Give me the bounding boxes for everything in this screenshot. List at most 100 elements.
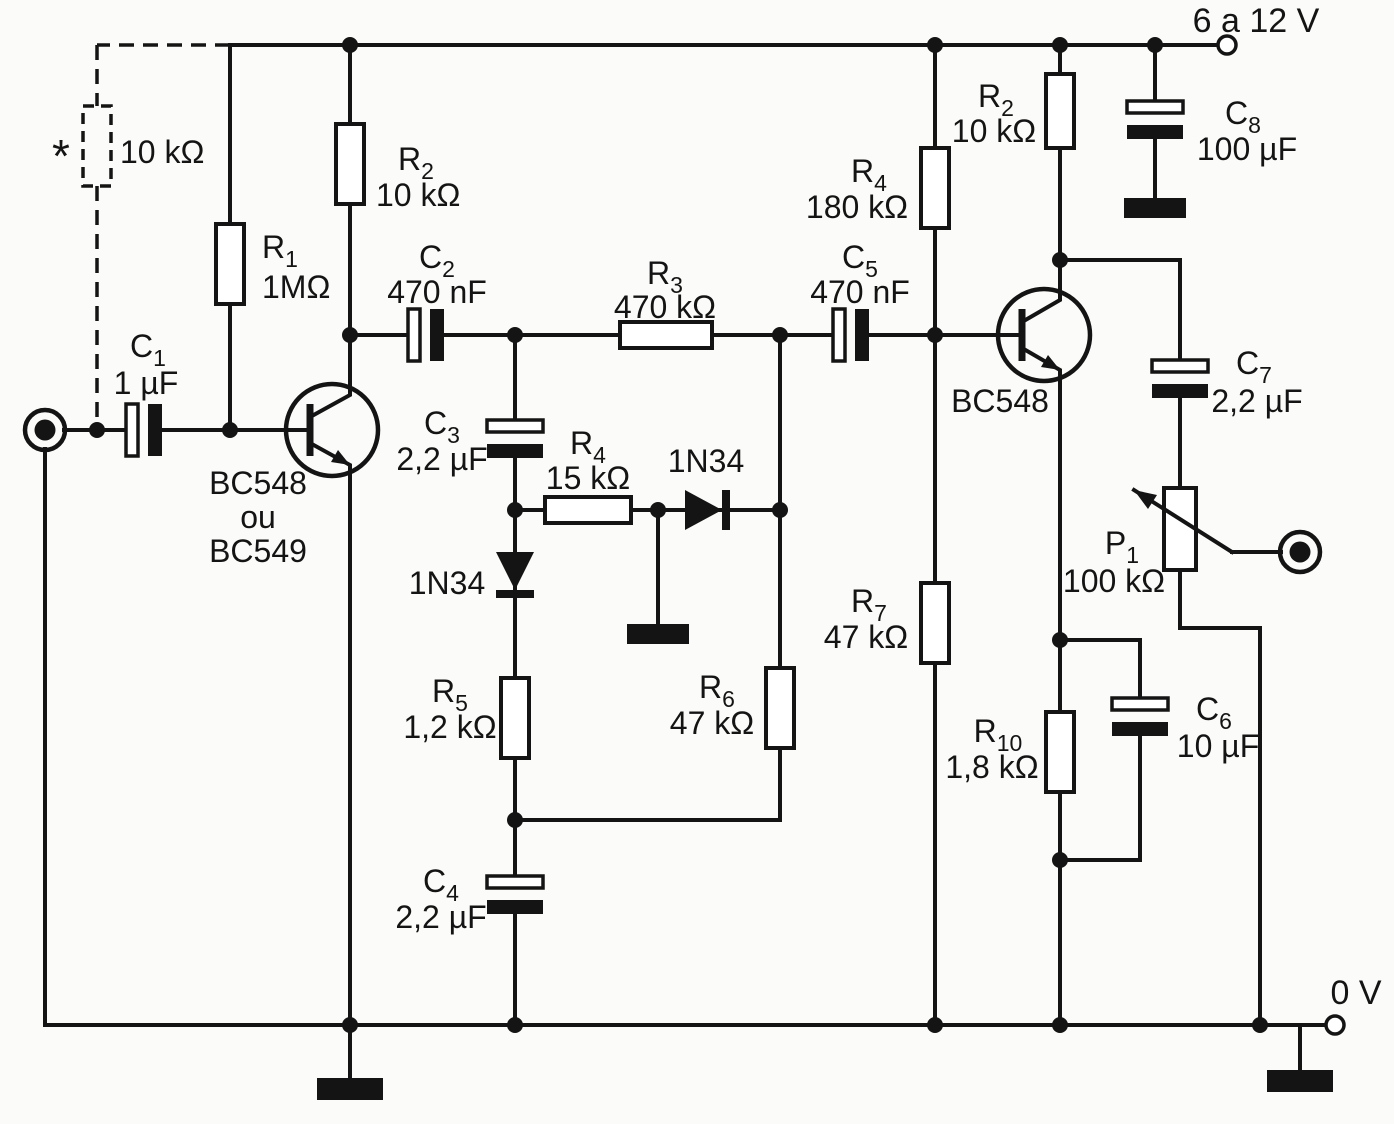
c4-plate-open (485, 874, 545, 890)
q1-or-label: ou (240, 499, 276, 535)
junction-dots (89, 37, 1268, 1033)
capacitor-c4: C4 2,2 µF (395, 863, 545, 935)
junction-dot (927, 37, 943, 53)
resistor-r2b: R2 10 kΩ (952, 72, 1076, 150)
q2-collector (1019, 258, 1062, 325)
c2-value-label: 470 nF (387, 274, 487, 310)
c1-value-label: 1 µF (114, 365, 179, 401)
d2-cathode-bar (496, 590, 534, 598)
q1-envelope (283, 381, 381, 479)
resistor-r4a: R4 15 kΩ (543, 425, 633, 525)
c6-value-label: 10 µF (1177, 728, 1259, 764)
diode-d2: 1N34 (409, 552, 534, 601)
resistor-r5: R5 1,2 kΩ (403, 673, 531, 760)
c8-plate-solid (1127, 125, 1183, 139)
wire-c6-top-branch (1058, 638, 1142, 700)
capacitor-c5: C5 470 nF (810, 239, 910, 363)
junction-dot (507, 1017, 523, 1033)
r5-body (499, 676, 531, 760)
r4a-ref-label: R4 (570, 425, 606, 468)
output-connector-outer (1277, 529, 1323, 575)
junction-dot (1052, 852, 1068, 868)
junction-dot (1052, 252, 1068, 268)
c7-ref-label: C7 (1236, 345, 1272, 388)
p1-value-label: 100 kΩ (1063, 563, 1165, 599)
r2b-body (1044, 72, 1076, 150)
c7-value-label: 2,2 µF (1211, 383, 1302, 419)
junction-dot (342, 327, 358, 343)
c6-plate-solid (1112, 722, 1168, 736)
junction-dot (927, 1017, 943, 1033)
resistor-r2a: R2 10 kΩ (334, 122, 460, 213)
p1-ref-label: P1 (1105, 525, 1139, 568)
c3-plate-open (485, 418, 545, 434)
c8-plate-open (1125, 99, 1185, 115)
junction-dot (772, 502, 788, 518)
r4a-value-label: 15 kΩ (546, 460, 630, 496)
r7-value-label: 47 kΩ (824, 619, 908, 655)
ground-terminal: 0 V (1324, 974, 1382, 1036)
ground-bar-bottom-left (317, 1078, 383, 1100)
c8-value-label: 100 µF (1197, 131, 1297, 167)
junction-dot (507, 502, 523, 518)
capacitor-c1: C1 1 µF (114, 328, 179, 458)
resistor-r6: R6 47 kΩ (670, 666, 796, 750)
output-connector (1277, 529, 1323, 575)
diode-d1: 1N34 (668, 443, 745, 530)
q1-collector (307, 333, 352, 420)
output-connector-pin (1289, 541, 1311, 563)
capacitor-c2: C2 470 nF (387, 239, 487, 363)
junction-dot (342, 37, 358, 53)
r2a-body (334, 122, 366, 206)
junction-dot (507, 812, 523, 828)
input-connector-outer (22, 407, 68, 453)
q2-envelope (995, 286, 1093, 384)
junction-dot (772, 327, 788, 343)
r2a-ref-label: R2 (398, 141, 434, 184)
supply-voltage-label: 6 a 12 V (1193, 2, 1320, 40)
r3-ref-label: R3 (647, 255, 683, 298)
c1-ref-label: C1 (130, 328, 166, 371)
ground-voltage-label: 0 V (1330, 974, 1381, 1012)
junction-dot (650, 502, 666, 518)
r6-value-label: 47 kΩ (670, 705, 754, 741)
r4b-ref-label: R4 (851, 153, 887, 196)
supply-terminal-circle (1216, 34, 1238, 56)
d2-triangle (496, 552, 534, 590)
potentiometer-p1: P1 100 kΩ (1063, 486, 1235, 599)
r7-body (919, 581, 951, 665)
c5-plate-open (831, 307, 847, 363)
c6-ref-label: C6 (1196, 691, 1232, 734)
c4-plate-solid (487, 900, 543, 914)
resistor-r4b: R4 180 kΩ (806, 146, 951, 230)
r2b-ref-label: R2 (978, 78, 1014, 121)
ground-bar-mid (627, 624, 689, 644)
r7-ref-label: R7 (851, 583, 887, 626)
c5-value-label: 470 nF (810, 274, 910, 310)
r6-body (764, 666, 796, 750)
c3-value-label: 2,2 µF (396, 441, 487, 477)
r2a-value-label: 10 kΩ (376, 177, 460, 213)
r1-ref-label: R1 (262, 229, 298, 272)
r3-value-label: 470 kΩ (614, 289, 716, 325)
junction-dot (342, 1017, 358, 1033)
input-connector (22, 407, 68, 453)
ground-terminal-circle (1324, 1014, 1346, 1036)
q1-emitter-arrow (331, 450, 350, 465)
d1-cathode-bar (722, 490, 730, 530)
r5-ref-label: R5 (432, 673, 468, 716)
d1-triangle (685, 490, 722, 530)
c6-plate-open (1110, 696, 1170, 712)
c2-plate-open (406, 307, 422, 363)
r10-ref-label: R10 (974, 713, 1023, 756)
d1-label: 1N34 (668, 443, 745, 479)
r4b-value-label: 180 kΩ (806, 189, 908, 225)
capacitor-c8: C8 100 µF (1125, 95, 1297, 167)
c2-ref-label: C2 (419, 239, 455, 282)
c1-plate-open (124, 402, 140, 458)
r4b-body (919, 146, 951, 230)
r10-body-overlay (1044, 710, 1076, 794)
junction-dot (927, 327, 943, 343)
q1-emitter (307, 440, 352, 1027)
